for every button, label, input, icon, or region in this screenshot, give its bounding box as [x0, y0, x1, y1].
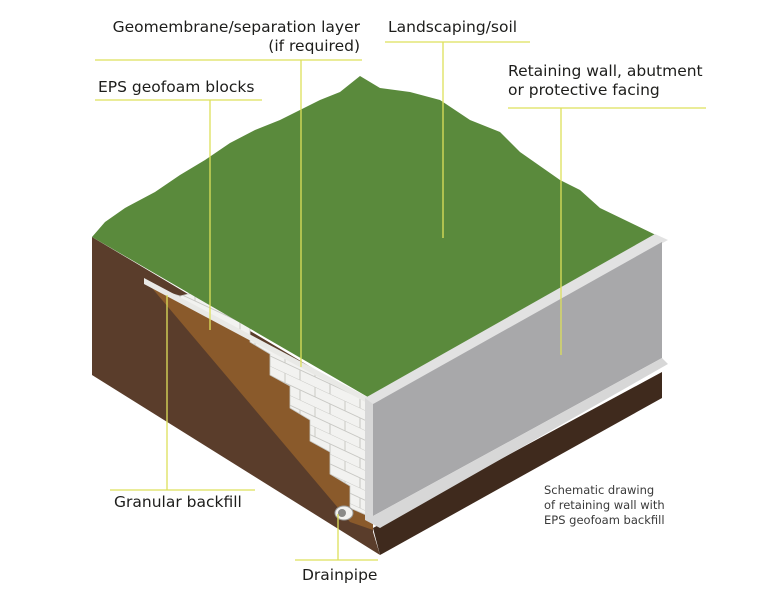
label-drainpipe: Drainpipe [302, 566, 378, 584]
caption-line-2: of retaining wall with [544, 498, 665, 512]
wall-top-cap [365, 234, 668, 404]
caption-line-1: Schematic drawing [544, 483, 655, 497]
label-granular-backfill: Granular backfill [114, 493, 242, 511]
soil-side-face [92, 237, 380, 555]
wall-footing [365, 358, 668, 528]
label-landscaping: Landscaping/soil [388, 18, 518, 36]
caption-line-3: EPS geofoam backfill [544, 513, 665, 527]
soil-base [373, 372, 662, 555]
caption: Schematic drawing of retaining wall with… [544, 483, 665, 528]
drainpipe-shape [334, 505, 354, 521]
label-geomembrane: Geomembrane/separation layer (if require… [112, 18, 360, 55]
grass-surface [92, 76, 662, 400]
wall-front-face [373, 242, 662, 516]
geomembrane-layer [144, 278, 373, 406]
label-eps-blocks: EPS geofoam blocks [98, 78, 255, 96]
granular-backfill [146, 281, 373, 530]
wall-left-edge [365, 398, 373, 516]
label-retaining-wall: Retaining wall, abutment or protective f… [508, 62, 703, 99]
